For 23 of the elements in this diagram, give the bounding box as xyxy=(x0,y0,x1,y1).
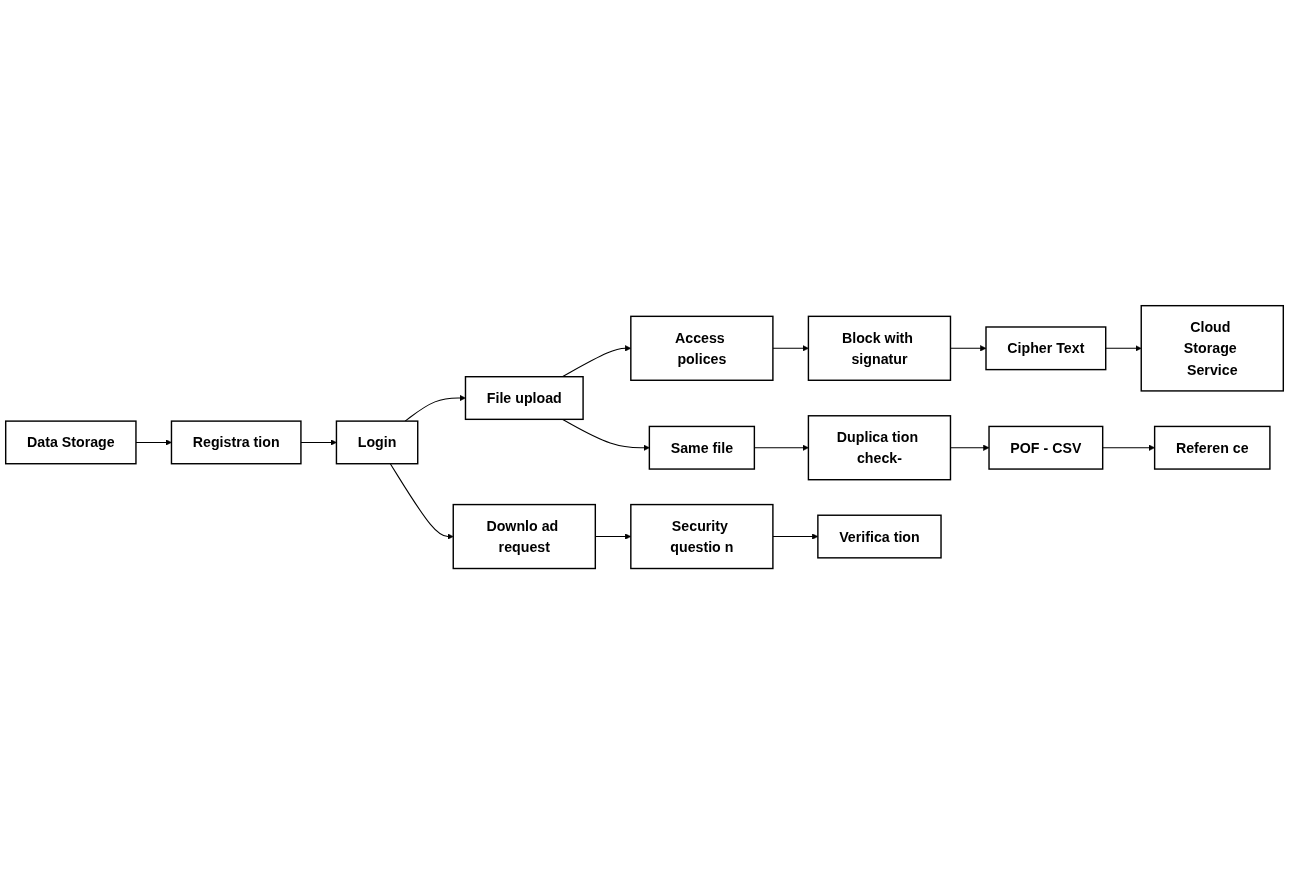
arrow xyxy=(1105,345,1142,352)
node-box: Login xyxy=(335,420,419,465)
node-box: Block with signatur xyxy=(807,315,952,381)
node-box: Downlo ad request xyxy=(452,503,597,570)
node-box: Cipher Text xyxy=(985,326,1107,371)
node-box: File upload xyxy=(464,375,584,420)
arrow xyxy=(135,439,172,446)
node-box: Same file xyxy=(648,425,756,470)
node-box: Data Storage xyxy=(5,420,137,465)
node-box: Security questio n xyxy=(630,503,774,570)
node-box: Referen ce xyxy=(1153,425,1271,470)
node-box: Duplica tion check- xyxy=(807,415,952,481)
arrow xyxy=(404,394,466,422)
node-box: Verifica tion xyxy=(817,514,942,559)
node-box: Cloud Storage Service xyxy=(1140,304,1284,392)
arrow xyxy=(300,439,337,446)
node-box: Registra tion xyxy=(170,420,302,465)
node-box: POF - CSV xyxy=(988,425,1104,470)
arrow xyxy=(1102,444,1155,451)
arrow xyxy=(772,345,809,352)
arrow xyxy=(561,418,650,451)
node-box: Access polices xyxy=(630,315,774,381)
arrow xyxy=(389,463,454,540)
